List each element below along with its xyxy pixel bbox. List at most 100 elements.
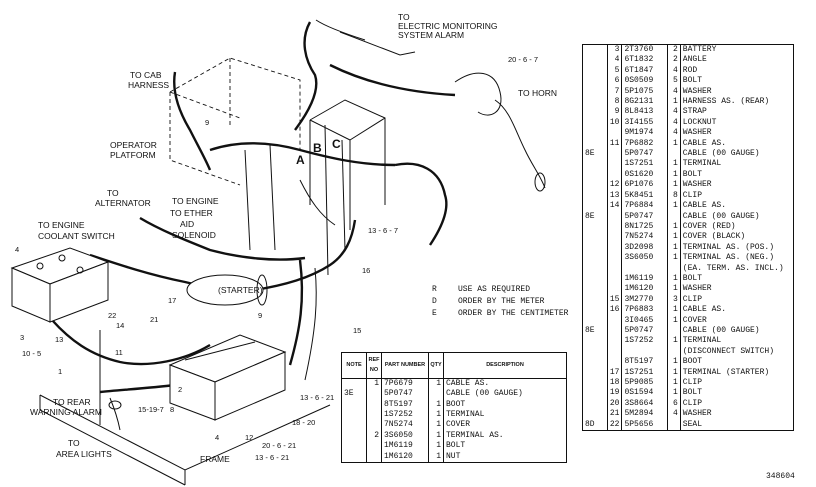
- cell-part: 5P9085: [621, 378, 669, 389]
- cell-part: 5P0747: [621, 211, 669, 222]
- ref-number: 4: [215, 433, 219, 442]
- cell-note: [582, 65, 608, 77]
- cell-qty: 4: [667, 409, 681, 420]
- cell-part: 5M2894: [621, 409, 669, 420]
- cell-part: 6T1832: [621, 55, 669, 66]
- callout-line: ALTERNATOR: [95, 198, 151, 208]
- cell-desc: BOLT: [682, 273, 702, 283]
- cell-qty: 1: [667, 180, 681, 191]
- callout-starter: (STARTER): [218, 285, 263, 295]
- cell-note: 8E: [582, 149, 608, 160]
- cell-desc: COVER (RED): [682, 221, 736, 231]
- ref-number: 8: [170, 405, 174, 414]
- cell-ref: [607, 325, 623, 337]
- cell-desc: TERMINAL AS.: [446, 430, 504, 440]
- callout-to-engine-ether: TO ENGINE TO ETHER AID SOLENOID: [170, 196, 219, 240]
- cell-part: 1M6120: [381, 451, 429, 463]
- cell-desc: WASHER: [682, 180, 712, 190]
- callout-line: TO REAR: [53, 397, 91, 407]
- cell-part: 1S7251: [621, 367, 669, 378]
- cell-ref: [366, 441, 382, 452]
- cell-desc: CLIP: [682, 378, 702, 387]
- cell-qty: 1: [667, 232, 681, 243]
- cell-ref: 11: [607, 138, 623, 150]
- cell-qty: 1: [667, 169, 681, 181]
- cell-note: [582, 398, 608, 410]
- cell-qty: 4: [667, 65, 681, 77]
- ref-number: 21: [150, 315, 158, 324]
- cell-note: [582, 315, 608, 326]
- cell-qty: 1: [667, 221, 681, 233]
- cell-part: [621, 346, 669, 358]
- callout-line: SOLENOID: [172, 230, 216, 240]
- cell-desc: BATTERY: [682, 45, 717, 54]
- cell-part: 5P5656: [621, 419, 669, 431]
- callout-line: AREA LIGHTS: [56, 449, 112, 459]
- callout-to-cab-harness: TO CAB HARNESS: [128, 70, 169, 90]
- cell-part: 3S8664: [621, 398, 669, 410]
- cell-ref: 19: [607, 388, 623, 399]
- cell-part: 1S7252: [381, 410, 429, 421]
- cell-desc: CABLE AS.: [446, 378, 490, 388]
- cell-qty: 1: [667, 253, 681, 264]
- cell-part: 7P6882: [621, 138, 669, 150]
- ref-number: 20 - 6 - 21: [262, 441, 296, 450]
- connector-letter-a: A: [296, 153, 305, 167]
- cell-part: 1M6119: [621, 273, 669, 285]
- cell-part: 1S7251: [621, 159, 669, 170]
- callout-to-rear-warning: TO REAR WARNING ALARM: [30, 397, 102, 417]
- cell-part: 0S1594: [621, 388, 669, 399]
- cell-part: 3I0465: [621, 315, 669, 326]
- cell-desc: (EA. TERM. AS. INCL.): [682, 263, 784, 273]
- cell-desc: BOOT: [446, 399, 466, 409]
- cell-qty: 1: [667, 305, 681, 316]
- cell-qty: [667, 325, 681, 337]
- cell-note: [582, 409, 608, 420]
- callout-line: WARNING ALARM: [30, 407, 102, 417]
- cell-note: [582, 55, 608, 66]
- ref-number: 2: [178, 385, 182, 394]
- cell-desc: CABLE AS.: [682, 138, 727, 148]
- cell-note: [582, 284, 608, 295]
- connector-letter-c: C: [332, 137, 341, 151]
- cell-ref: 21: [607, 409, 623, 420]
- cell-qty: 1: [667, 159, 681, 170]
- ref-number: 13 - 6 - 21: [300, 393, 334, 402]
- cell-desc: TERMINAL: [446, 410, 485, 420]
- callout-line: TO: [107, 188, 119, 198]
- cell-ref: [366, 420, 382, 431]
- cell-ref: [607, 211, 623, 222]
- cell-note: [582, 294, 608, 306]
- cell-ref: [366, 399, 382, 411]
- cell-desc: CLIP: [682, 398, 702, 408]
- cell-part: 3S6050: [621, 253, 669, 264]
- cell-desc: STRAP: [682, 107, 707, 117]
- parts-table-bottom: NOTE REF NO PART NUMBER QTY DESCRIPTION …: [341, 352, 567, 464]
- cell-ref: 22: [607, 419, 623, 431]
- col-header: REF NO: [366, 352, 382, 379]
- cell-ref: 4: [607, 55, 623, 66]
- cell-qty: [428, 389, 444, 400]
- cell-note: [582, 221, 608, 233]
- callout-line: TO ENGINE: [38, 220, 85, 230]
- callout-frame: FRAME: [200, 454, 230, 464]
- cell-note: [582, 180, 608, 191]
